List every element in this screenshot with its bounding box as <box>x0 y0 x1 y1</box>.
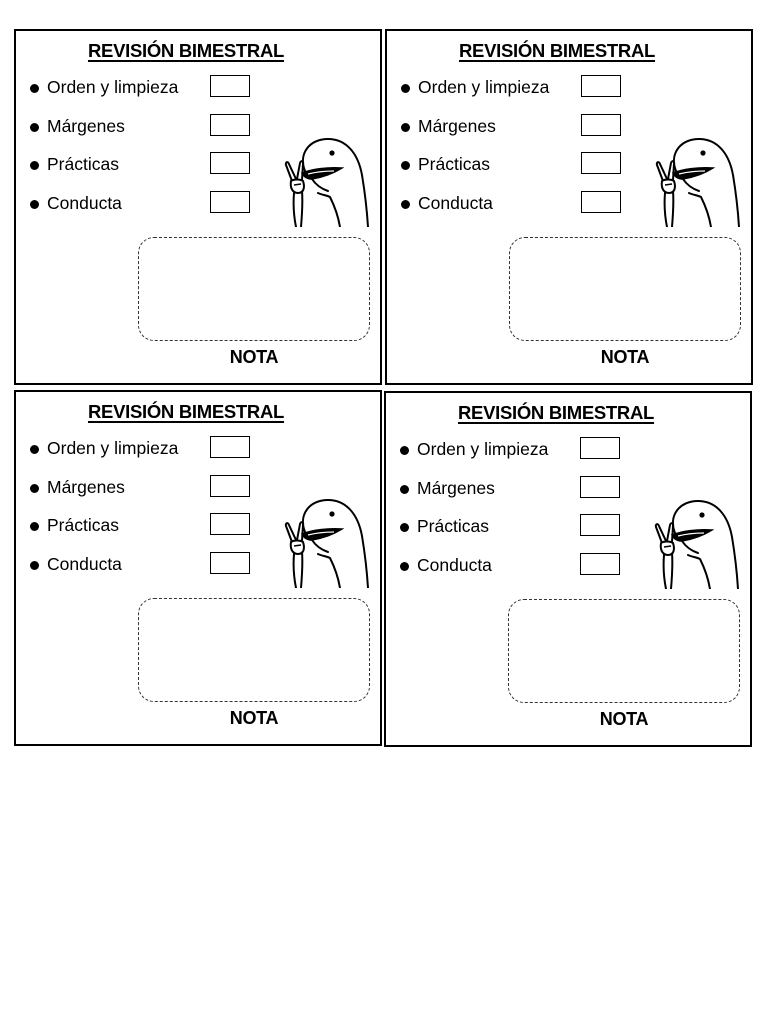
score-box-practicas[interactable] <box>210 152 250 174</box>
score-box-practicas[interactable] <box>581 152 621 174</box>
bullet-icon <box>401 84 410 93</box>
criterion-label: Márgenes <box>417 477 495 498</box>
criterion-row: Prácticas <box>28 513 258 552</box>
card-title: REVISIÓN BIMESTRAL <box>458 40 656 61</box>
score-box-margenes[interactable] <box>210 113 250 136</box>
card-title: REVISIÓN BIMESTRAL <box>87 40 285 61</box>
criterion-label: Prácticas <box>47 154 119 174</box>
score-box-margenes[interactable] <box>580 475 620 498</box>
score-box-margenes[interactable] <box>581 113 621 136</box>
bullet-icon <box>400 523 409 532</box>
grade-box[interactable] <box>508 599 740 703</box>
grade-box[interactable] <box>138 237 370 341</box>
flork-peace-sign-icon <box>284 498 369 588</box>
review-card-2: REVISIÓN BIMESTRAL Orden y limpieza Márg… <box>385 29 753 385</box>
bullet-icon <box>401 161 410 170</box>
bullet-icon <box>401 199 410 209</box>
criterion-label: Márgenes <box>47 476 125 497</box>
criterion-label: Márgenes <box>47 115 125 136</box>
criteria-list: Orden y limpieza Márgenes Prácticas Cond… <box>28 75 258 229</box>
criterion-row: Prácticas <box>28 152 258 191</box>
criterion-label: Orden y limpieza <box>47 438 179 458</box>
score-box-conducta[interactable] <box>580 552 620 575</box>
bullet-icon <box>30 560 39 570</box>
criterion-label: Prácticas <box>417 516 489 536</box>
bullet-icon <box>30 522 39 531</box>
bullet-icon <box>30 122 39 132</box>
flork-peace-sign-icon <box>655 137 740 227</box>
criteria-list: Orden y limpieza Márgenes Prácticas Cond… <box>399 75 629 229</box>
bullet-icon <box>30 161 39 170</box>
grade-box[interactable] <box>138 598 370 702</box>
criterion-row: Orden y limpieza <box>399 75 629 114</box>
criterion-row: Orden y limpieza <box>28 436 258 475</box>
score-box-orden-y-limpieza[interactable] <box>581 75 621 97</box>
criterion-label: Conducta <box>418 192 493 213</box>
criteria-list: Orden y limpieza Márgenes Prácticas Cond… <box>398 437 628 591</box>
criterion-row: Márgenes <box>398 475 628 515</box>
criterion-row: Conducta <box>28 190 258 230</box>
score-box-conducta[interactable] <box>210 190 250 213</box>
grade-label: NOTA <box>229 347 279 367</box>
criterion-row: Conducta <box>398 552 628 592</box>
criterion-row: Márgenes <box>28 474 258 514</box>
score-box-orden-y-limpieza[interactable] <box>210 75 250 97</box>
review-card-1: REVISIÓN BIMESTRAL Orden y limpieza Márg… <box>14 29 382 385</box>
grade-box[interactable] <box>509 237 741 341</box>
score-box-practicas[interactable] <box>580 514 620 536</box>
score-box-orden-y-limpieza[interactable] <box>580 437 620 459</box>
bullet-icon <box>30 84 39 93</box>
card-title: REVISIÓN BIMESTRAL <box>87 401 285 422</box>
bullet-icon <box>400 561 409 571</box>
bullet-icon <box>401 122 410 132</box>
criterion-row: Márgenes <box>399 113 629 153</box>
grade-label: NOTA <box>229 708 279 728</box>
score-box-conducta[interactable] <box>581 190 621 213</box>
bullet-icon <box>400 446 409 455</box>
criterion-row: Prácticas <box>399 152 629 191</box>
grade-label: NOTA <box>599 709 649 729</box>
score-box-practicas[interactable] <box>210 513 250 535</box>
criterion-label: Prácticas <box>418 154 490 174</box>
criterion-row: Orden y limpieza <box>28 75 258 114</box>
criterion-row: Prácticas <box>398 514 628 553</box>
criterion-label: Orden y limpieza <box>418 77 550 97</box>
criteria-list: Orden y limpieza Márgenes Prácticas Cond… <box>28 436 258 590</box>
criterion-label: Márgenes <box>418 115 496 136</box>
review-card-4: REVISIÓN BIMESTRAL Orden y limpieza Márg… <box>384 391 752 747</box>
criterion-label: Prácticas <box>47 515 119 535</box>
grade-label: NOTA <box>600 347 650 367</box>
criterion-row: Márgenes <box>28 113 258 153</box>
criterion-row: Orden y limpieza <box>398 437 628 476</box>
flork-peace-sign-icon <box>654 499 739 589</box>
score-box-orden-y-limpieza[interactable] <box>210 436 250 458</box>
flork-peace-sign-icon <box>284 137 369 227</box>
criterion-row: Conducta <box>28 551 258 591</box>
bullet-icon <box>30 445 39 454</box>
score-box-conducta[interactable] <box>210 551 250 574</box>
criterion-label: Orden y limpieza <box>47 77 179 97</box>
criterion-label: Conducta <box>47 553 122 574</box>
score-box-margenes[interactable] <box>210 474 250 497</box>
criterion-label: Conducta <box>417 554 492 575</box>
bullet-icon <box>30 199 39 209</box>
criterion-label: Conducta <box>47 192 122 213</box>
review-card-3: REVISIÓN BIMESTRAL Orden y limpieza Márg… <box>14 390 382 746</box>
criterion-label: Orden y limpieza <box>417 439 549 459</box>
criterion-row: Conducta <box>399 190 629 230</box>
bullet-icon <box>30 483 39 493</box>
card-title: REVISIÓN BIMESTRAL <box>457 402 655 423</box>
bullet-icon <box>400 484 409 494</box>
